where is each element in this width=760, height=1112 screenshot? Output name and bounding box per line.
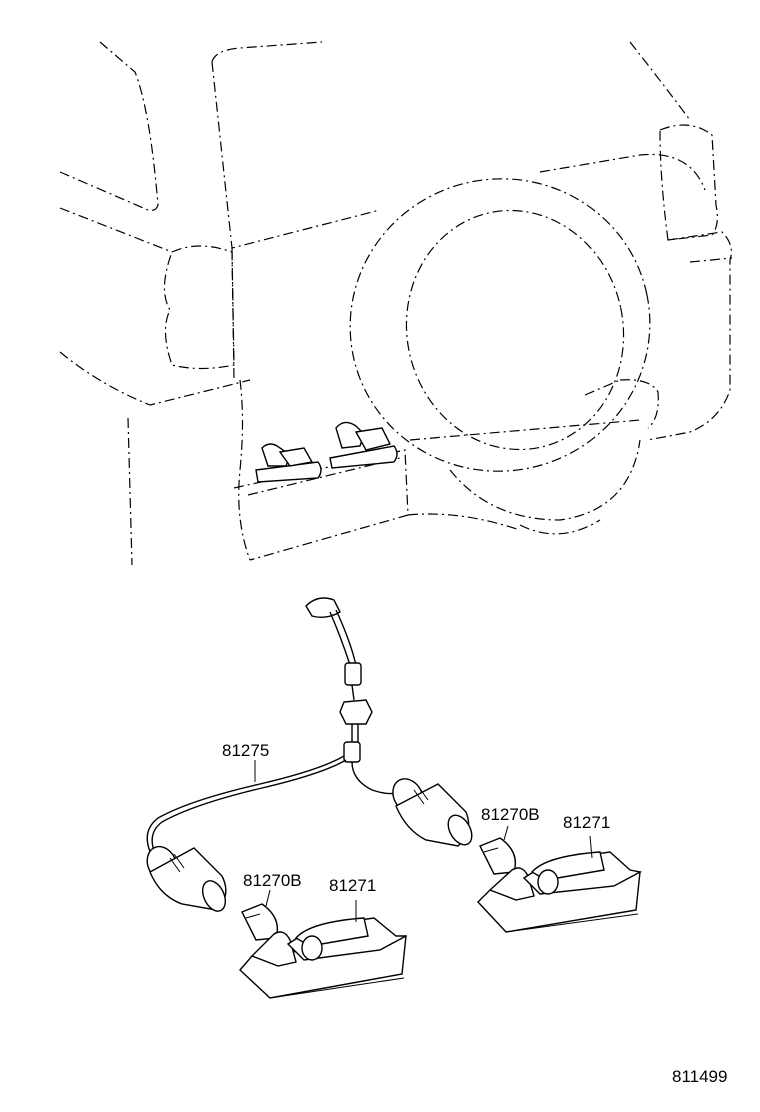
lamp-right-81271 xyxy=(477,835,643,933)
spare-tire xyxy=(349,153,706,535)
lamp-left-81271 xyxy=(239,900,407,999)
label-lamp-right: 81271 xyxy=(563,813,611,832)
bulb-left-81270b xyxy=(241,889,279,941)
socket-right xyxy=(392,778,473,847)
socket-left xyxy=(146,845,227,912)
label-wire-harness: 81275 xyxy=(222,741,270,760)
installed-lamp-right xyxy=(329,421,398,469)
label-lamp-left: 81271 xyxy=(329,876,377,895)
installed-lamp-left xyxy=(255,443,322,483)
label-bulb-right: 81270B xyxy=(481,805,540,824)
label-bulb-left: 81270B xyxy=(243,871,302,890)
wire-harness-81275 xyxy=(146,597,399,857)
bulb-right-81270b xyxy=(479,825,517,875)
diagram-reference-code: 811499 xyxy=(672,1067,728,1086)
vehicle-rear-outline xyxy=(59,41,733,566)
